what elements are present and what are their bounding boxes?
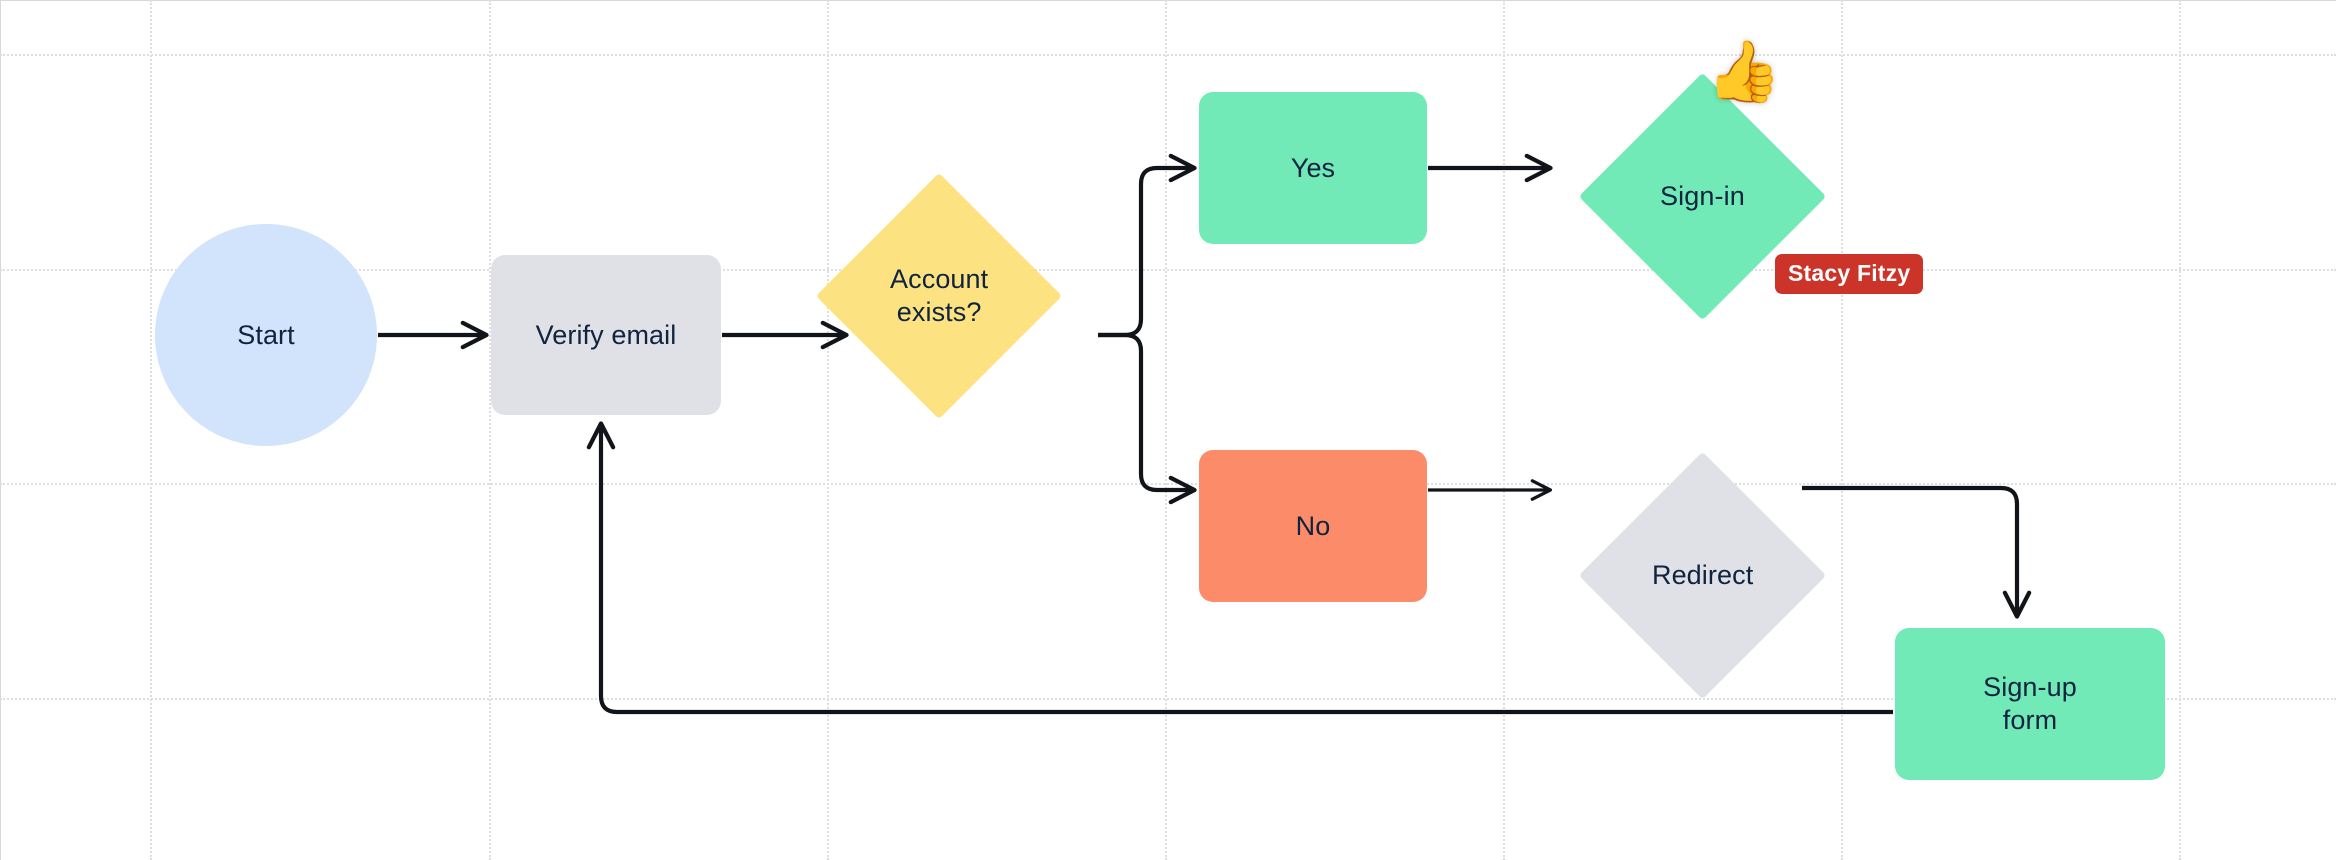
node-redirect[interactable]: Redirect: [1578, 451, 1827, 700]
thumbs-up-icon[interactable]: 👍: [1704, 34, 1784, 110]
node-yes-label: Yes: [1290, 152, 1336, 183]
gridline-vertical-6: [2179, 0, 2181, 860]
edge-redirect-signup: [1802, 485, 2032, 619]
node-verify-email-label: Verify email: [535, 319, 677, 350]
gridline-horizontal-2: [0, 483, 2336, 485]
collaborator-name-label: Stacy Fitzy: [1775, 254, 1924, 294]
edge-decision-yes: [1098, 153, 1197, 338]
thumbs-up-glyph: 👍: [1704, 38, 1784, 105]
gridline-vertical-0: [150, 0, 152, 860]
gridline-vertical-1: [489, 0, 491, 860]
gridline-horizontal-0: [0, 54, 2336, 56]
node-account-exists-label: Account exists?: [889, 264, 989, 327]
node-account-exists[interactable]: Account exists?: [815, 172, 1063, 420]
gridline-vertical-5: [1841, 0, 1843, 860]
node-no[interactable]: No: [1199, 450, 1427, 602]
node-no-label: No: [1295, 510, 1331, 541]
node-start[interactable]: Start: [155, 224, 377, 446]
node-sign-up-form-label: Sign-up form: [1983, 672, 2077, 735]
node-redirect-label: Redirect: [1651, 560, 1754, 591]
node-sign-up-form[interactable]: Sign-up form: [1895, 628, 2165, 780]
node-sign-in-label: Sign-in: [1660, 181, 1745, 212]
node-yes[interactable]: Yes: [1199, 92, 1427, 244]
node-start-label: Start: [237, 319, 295, 350]
edge-decision-no: [1098, 332, 1197, 505]
gridline-vertical-4: [1503, 0, 1505, 860]
gridline-vertical-3: [1165, 0, 1167, 860]
node-verify-email[interactable]: Verify email: [491, 255, 721, 415]
gridline-vertical-2: [827, 0, 829, 860]
